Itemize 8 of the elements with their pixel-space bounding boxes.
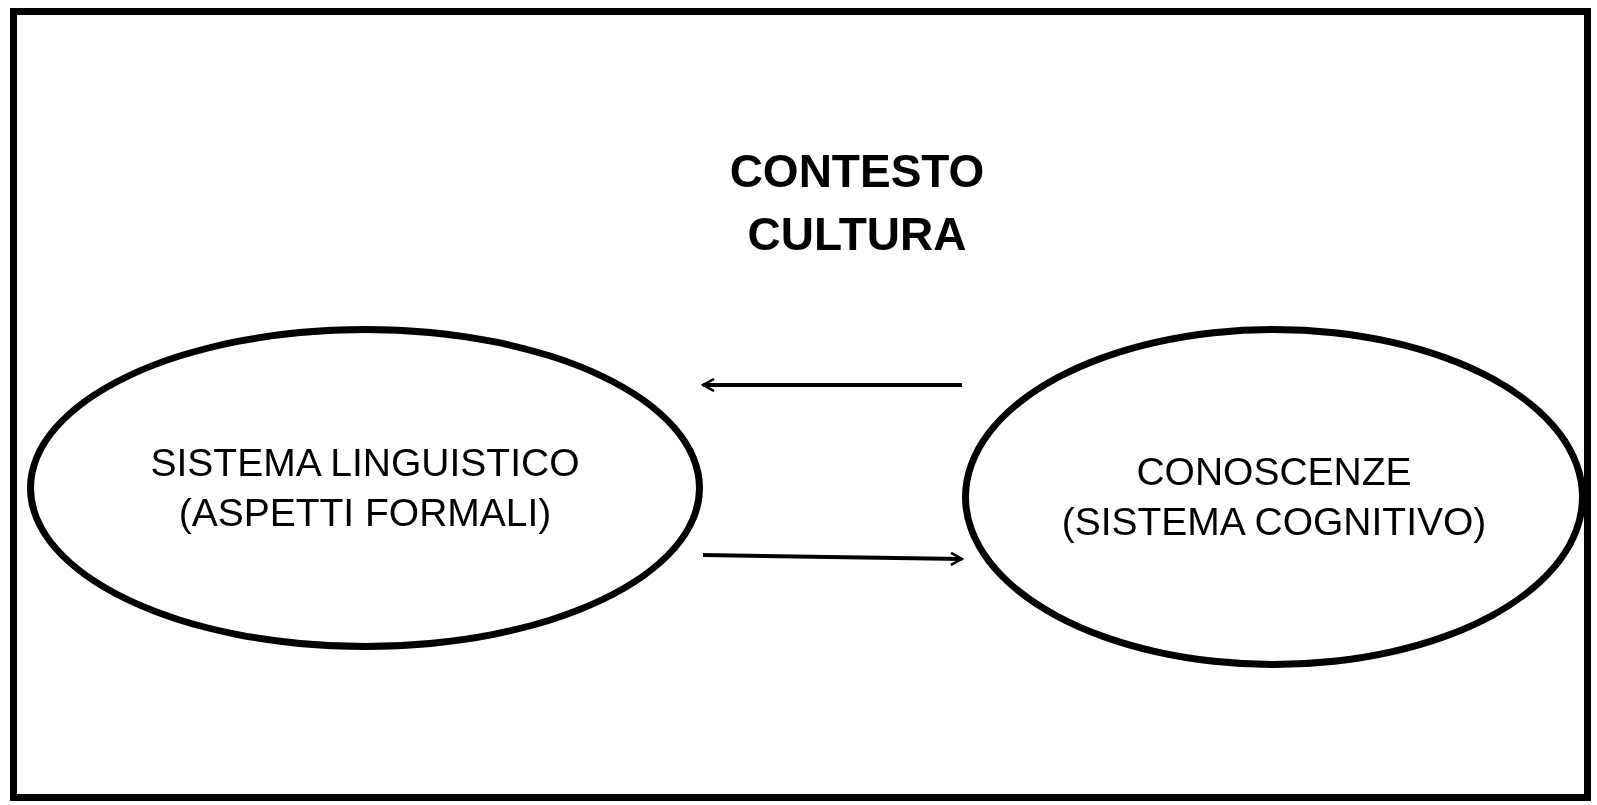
heading-text: CONTESTO CULTURA — [728, 144, 986, 262]
ellipse-node — [27, 326, 703, 650]
ellipse-node — [962, 326, 1586, 668]
node-label: SISTEMA LINGUISTICO (ASPETTI FORMALI) — [149, 440, 581, 536]
arrow — [702, 551, 964, 567]
arrow — [701, 377, 962, 393]
node-label: CONOSCENZE (SISTEMA COGNITIVO) — [1060, 449, 1488, 545]
context-frame — [10, 8, 1591, 801]
